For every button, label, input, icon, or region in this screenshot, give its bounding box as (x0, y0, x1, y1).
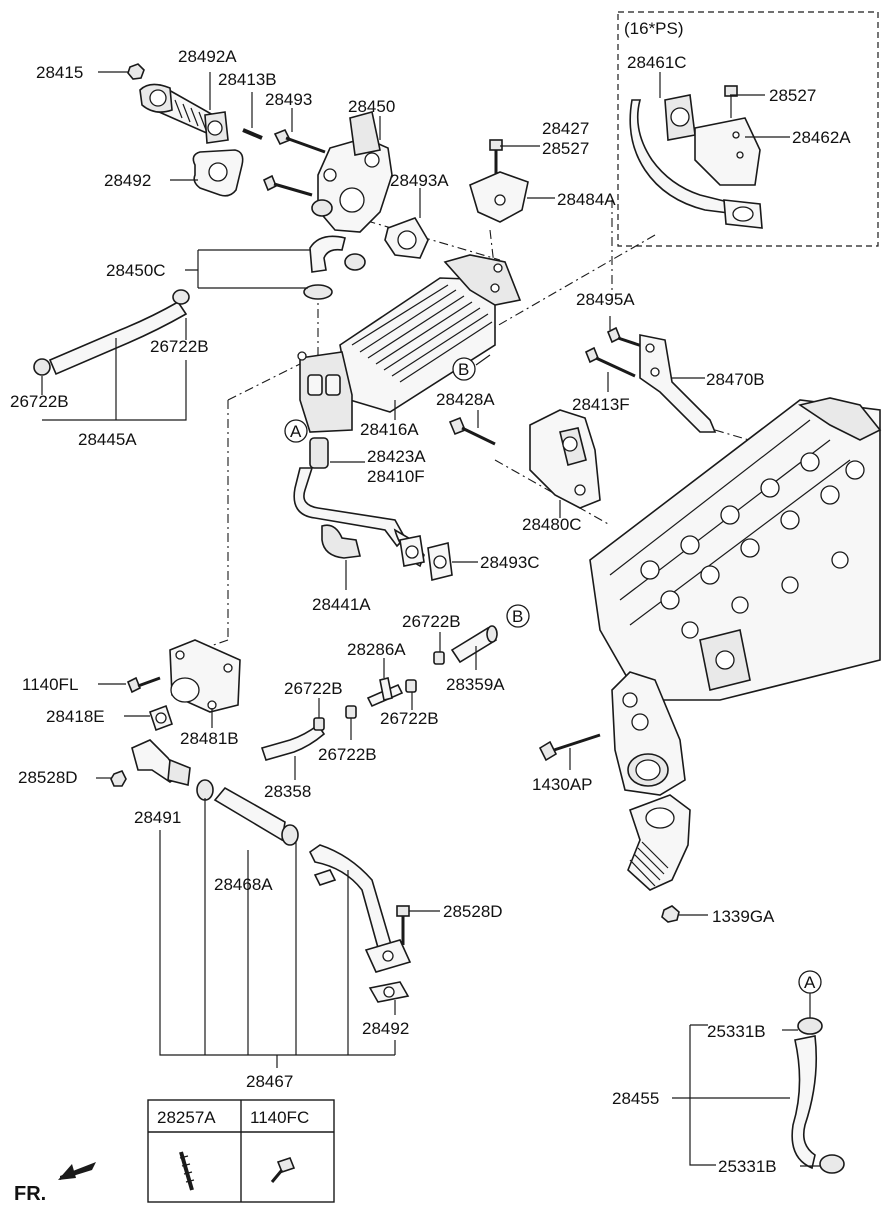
label-28492-top: 28492 (104, 171, 151, 190)
legend-col-28257A: 28257A (157, 1108, 216, 1127)
hose-group-28445A: 28450C 26722B 26722B 28445A (10, 235, 366, 449)
label-28423A: 28423A (367, 447, 426, 466)
label-28461C: 28461C (627, 53, 687, 72)
variant-box-16ps: (16*PS) 28461C 28527 28462A (617, 11, 879, 247)
label-28445A: 28445A (78, 430, 137, 449)
label-28428A: 28428A (436, 390, 495, 409)
small-hose-group: B 26722B 28286A 28359A 26722B 26722B 267… (260, 604, 530, 801)
variant-label: (16*PS) (624, 19, 684, 38)
label-28493A: 28493A (390, 171, 449, 190)
label-28528D-a: 28528D (18, 768, 78, 787)
label-1339GA: 1339GA (712, 907, 775, 926)
label-28493C: 28493C (480, 553, 540, 572)
label-26722B-b: 26722B (10, 392, 69, 411)
label-25331B-a: 25331B (707, 1022, 766, 1041)
label-26722B-f: 26722B (318, 745, 377, 764)
label-28527-top: 28527 (769, 86, 816, 105)
label-28527-mid: 28527 (542, 139, 589, 158)
pipe-28410F: A 28423A 28410F 28441A 28493C (284, 419, 540, 614)
label-1140FL: 1140FL (22, 675, 78, 694)
legend-col-1140FC: 1140FC (250, 1108, 309, 1127)
egr-cooler-28416A: B 28416A (297, 254, 522, 439)
label-28441A: 28441A (312, 595, 371, 614)
front-label: FR. (14, 1183, 46, 1205)
label-28492A: 28492A (178, 47, 237, 66)
cylinder-head (589, 397, 882, 701)
label-1430AP: 1430AP (532, 775, 593, 794)
label-28410F: 28410F (367, 467, 425, 486)
label-28470B: 28470B (706, 370, 765, 389)
label-28467: 28467 (246, 1072, 293, 1091)
label-25331B-b: 25331B (718, 1157, 777, 1176)
front-direction-indicator: FR. (14, 1162, 96, 1205)
label-28450C: 28450C (106, 261, 166, 280)
label-26722B-c: 26722B (402, 612, 461, 631)
label-28450: 28450 (348, 97, 395, 116)
marker-B1: B (458, 360, 469, 379)
marker-A2: A (804, 973, 816, 992)
flange-group: 1430AP 1339GA (532, 671, 775, 926)
label-26722B-e: 26722B (380, 709, 439, 728)
label-28493: 28493 (265, 90, 312, 109)
marker-B2: B (512, 607, 523, 626)
hose-28455: A 25331B 28455 25331B (612, 970, 845, 1176)
label-28359A: 28359A (446, 675, 505, 694)
label-28286A: 28286A (347, 640, 406, 659)
marker-A1: A (290, 422, 302, 441)
label-28492-bottom: 28492 (362, 1019, 409, 1038)
legend-table: 28257A 1140FC (147, 1099, 335, 1203)
label-28358: 28358 (264, 782, 311, 801)
egr-valve-group: 28415 28492A 28413B 28493 28450 28492 28… (36, 47, 616, 259)
label-26722B-d: 26722B (284, 679, 343, 698)
label-28468A: 28468A (214, 875, 273, 894)
label-28413F: 28413F (572, 395, 630, 414)
label-28455: 28455 (612, 1089, 659, 1108)
label-28416A: 28416A (360, 420, 419, 439)
label-28495A: 28495A (576, 290, 635, 309)
pipe-assembly-28467: 1140FL 28418E 28481B 28528D 28491 28468A… (18, 639, 503, 1091)
label-28413B: 28413B (218, 70, 277, 89)
label-28462A: 28462A (792, 128, 851, 147)
label-28480C: 28480C (522, 515, 582, 534)
label-28528D-b: 28528D (443, 902, 503, 921)
label-28484A: 28484A (557, 190, 616, 209)
label-26722B-a: 26722B (150, 337, 209, 356)
label-28427: 28427 (542, 119, 589, 138)
label-28481B: 28481B (180, 729, 239, 748)
bracket-group: 28495A 28470B 28413F 28428A 28480C (436, 290, 765, 534)
label-28491: 28491 (134, 808, 181, 827)
label-28418E: 28418E (46, 707, 105, 726)
label-28415: 28415 (36, 63, 83, 82)
